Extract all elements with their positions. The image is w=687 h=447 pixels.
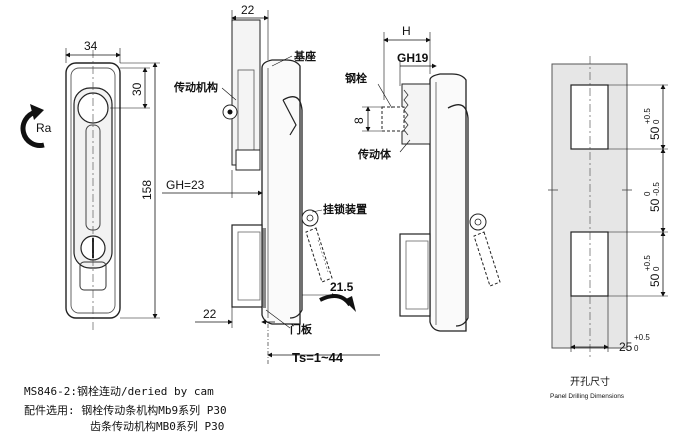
footer-notes: MS846-2:钢栓连动/deried by cam 配件选用: 钢栓传动条机构… [24, 384, 227, 433]
handle-profile [282, 96, 303, 319]
cutout-caption-en: Panel Drilling Dimensions [550, 393, 625, 400]
cut25-tol: +0.5 [634, 333, 650, 342]
lock-body-side-inner [237, 231, 261, 301]
cutout-hole-bottom [570, 231, 609, 297]
dim-8-text: 8 [352, 117, 366, 124]
ts-text: Ts=1~44 [292, 350, 344, 365]
padlock-shackle [305, 227, 333, 283]
label-latch: 挂锁装置 [323, 202, 367, 216]
footer-line-2: 配件选用: 钢栓传动条机构Mb9系列 P30 [24, 403, 227, 417]
cutout-caption-cn: 开孔尺寸 [570, 375, 610, 388]
handle-profile-2 [447, 104, 469, 327]
rotation-arrow-head-icon [30, 104, 44, 120]
drive-teeth [403, 89, 409, 136]
leader-drive-body [399, 139, 411, 153]
leader-drive [221, 87, 237, 101]
label-drive: 传动机构 [173, 80, 218, 94]
label-door: 门板 [290, 322, 313, 336]
dim-158-text: 158 [140, 180, 154, 200]
lock-body-side-2-inner [405, 240, 429, 310]
label-bolt: 钢栓 [345, 71, 367, 85]
padlock-ring [301, 209, 319, 227]
base-frame-2 [429, 73, 467, 332]
cut50a-tol: +0.5 [643, 108, 652, 124]
gh19-text: GH19 [397, 51, 429, 65]
padlock-ring-inner [306, 214, 314, 222]
side-view-2: H GH19 8 钢栓 传动体 [345, 24, 501, 332]
door-plate [262, 228, 266, 308]
angle-arrow-head-icon [344, 296, 356, 312]
cut50c-text: 50 [648, 273, 662, 287]
footer-line-3: 齿条传动机构MB0系列 P30 [90, 419, 224, 433]
cut25-text: 25 [619, 340, 633, 354]
front-view: 34 30 158 Ra [20, 39, 160, 330]
cutout-drawing: 50 +0.5 0 50 0 -0.5 50 +0.5 0 25 +0.5 0 … [548, 56, 668, 400]
gh23-text: GH=23 [166, 178, 205, 192]
padlock-ring-2-inner [474, 218, 482, 226]
cut50c-tol: +0.5 [643, 255, 652, 271]
drive-housing [231, 19, 261, 166]
cut50b-text: 50 [648, 198, 662, 212]
padlock-ring-2 [469, 213, 487, 231]
cut50a-tol2: 0 [652, 119, 661, 124]
bolt [381, 106, 405, 132]
cut50c-tol2: 0 [652, 266, 661, 271]
drive-lower-block [235, 149, 261, 171]
side-view-1: 22 GH=23 22 Ts=1~44 21.5 基座 传动机构 挂锁装置 门板 [162, 3, 380, 365]
label-drive-body: 传动体 [357, 147, 392, 161]
padlock-shackle-2 [473, 231, 501, 287]
drive-body [401, 83, 431, 145]
leader-door [265, 309, 291, 329]
cutout-hole-top [570, 84, 609, 150]
label-base: 基座 [293, 49, 316, 63]
dim-34-text: 34 [84, 39, 98, 53]
cut50b-tol2: -0.5 [652, 182, 661, 196]
leader-bolt [377, 83, 393, 109]
leader-base [271, 55, 293, 67]
padlock-shackle-hatch [317, 239, 329, 273]
dim-22-top-text: 22 [241, 3, 255, 17]
rotation-label: Ra [36, 121, 52, 135]
lock-body-side [231, 224, 263, 308]
handle-knob [282, 99, 297, 136]
leader-latch [311, 209, 323, 213]
cut50b-tol: 0 [643, 191, 652, 196]
drive-gear-center [227, 109, 233, 115]
dim-h-text: H [402, 24, 411, 38]
lock-body-side-2 [399, 233, 431, 317]
angle-text: 21.5 [330, 280, 354, 294]
cut50a-text: 50 [648, 126, 662, 140]
footer-line-1: MS846-2:钢栓连动/deried by cam [24, 384, 214, 398]
dim-30-text: 30 [130, 82, 144, 96]
cut25-tol2: 0 [634, 344, 639, 353]
dim-22-bottom-text: 22 [203, 307, 217, 321]
rotation-arrow-icon [20, 109, 45, 148]
